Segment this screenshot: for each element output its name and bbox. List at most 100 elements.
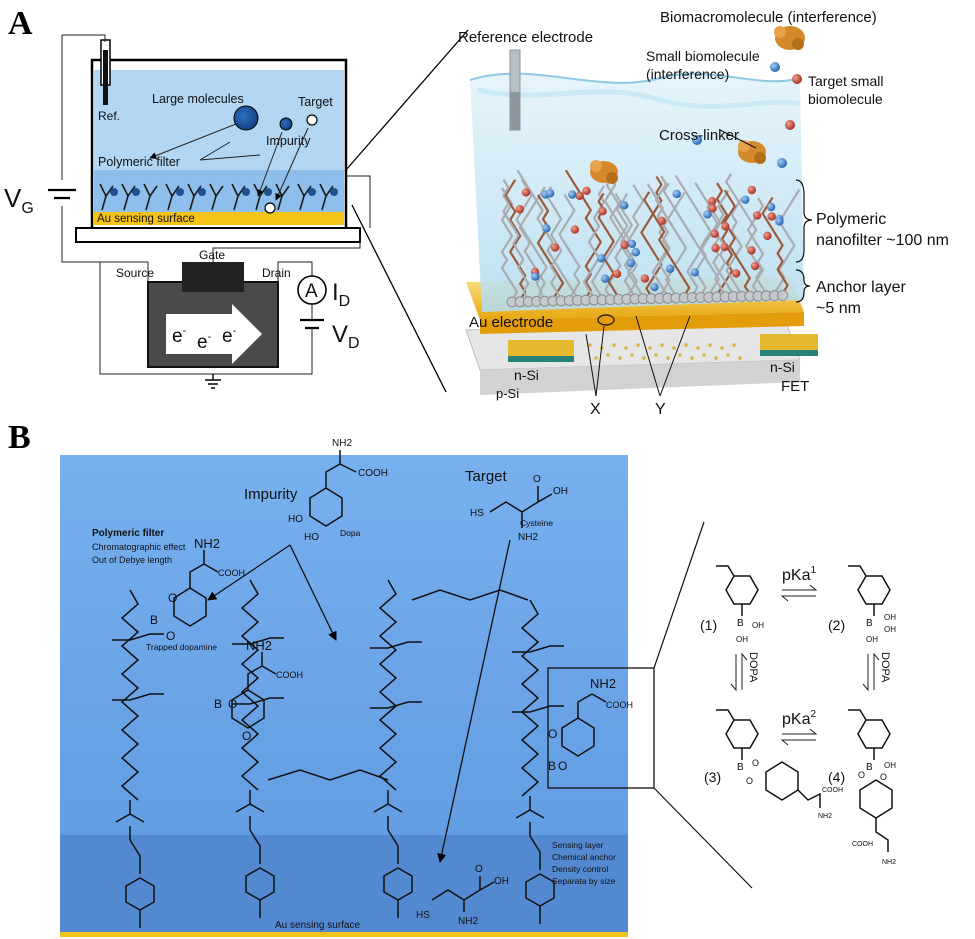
s4-nh2: NH2 [882, 859, 896, 866]
side-chain [370, 641, 422, 649]
polymer-chain [536, 194, 565, 300]
s2-oh1: OH [884, 613, 896, 622]
polymer-chain [622, 184, 645, 298]
target-at-surface [264, 202, 276, 214]
y-label: Y [655, 401, 666, 418]
receptor [297, 183, 312, 211]
polymer-chains [112, 579, 564, 928]
target-small-label-1: Target small [808, 73, 883, 89]
bound-molecule-ball [598, 206, 607, 216]
polymer-chain [694, 182, 727, 296]
au-sensing-layer [94, 212, 344, 225]
bound-molecule-ball [708, 196, 717, 206]
bound-molecule [198, 188, 206, 196]
p-si-label: p-Si [496, 386, 519, 401]
channel-dot [654, 353, 658, 357]
target-molecule [306, 114, 318, 126]
floating-target-1 [785, 120, 795, 130]
bound-molecule-ball [531, 272, 540, 281]
source-label: Source [116, 266, 154, 280]
polymer-chain [686, 199, 719, 297]
s3-nh2: NH2 [818, 813, 832, 820]
polymer-chain [725, 197, 743, 295]
channel-dot [594, 356, 598, 360]
polymeric-filter-title: Polymeric filter [92, 528, 164, 539]
vd-label: VD [332, 321, 360, 352]
au-sensing-surface-label: Au sensing surface [275, 920, 360, 931]
cd-b: B [548, 759, 556, 773]
channel-dot [672, 346, 676, 350]
receptor [209, 183, 224, 211]
small-biomolecule-label-1: Small biomolecule [646, 48, 760, 64]
bound-molecule-ball [741, 195, 750, 204]
dopa-ho-2: HO [304, 532, 319, 543]
equilibrium-scheme: B OH OH (1) B OH OH OH (2) B NH2 COOH O [700, 565, 896, 866]
polymer-chain [725, 173, 768, 295]
scheme-structure-4: B OH NH2 COOH O O (4) [828, 709, 896, 866]
bound-molecule-ball [542, 224, 551, 233]
polymer-backbone [120, 589, 140, 801]
td2-b: B [214, 697, 222, 711]
ester-linker [373, 790, 403, 864]
receptor [121, 183, 136, 211]
channel-dot [624, 346, 628, 350]
x-label: X [590, 401, 601, 418]
receptor [319, 183, 334, 211]
channel-dot [732, 343, 736, 347]
s4-oh: OH [884, 761, 896, 770]
au-wire [346, 175, 371, 228]
receptor [143, 183, 158, 211]
trapped-dopamine-2: NH2 COOH O O B [214, 638, 303, 743]
y-pointers [635, 315, 691, 397]
channel-dot [726, 353, 730, 357]
n-si-left-pad [508, 340, 574, 360]
trapped-dopamine-1: NH2 COOH O O B [150, 536, 245, 643]
target-small-biomolecule [792, 74, 802, 84]
scheme-structure-3: B NH2 COOH O O (3) [704, 709, 843, 820]
anchor-brace [795, 269, 811, 303]
zoom-box [547, 667, 655, 789]
bound-molecule [264, 188, 272, 196]
silicon-front [480, 360, 800, 395]
cysb-hs: HS [416, 910, 430, 921]
bound-molecule-ball [546, 189, 555, 198]
x-site-ellipse [597, 314, 615, 326]
vd-wire-bottom [99, 261, 313, 375]
biomacromolecule-1 [774, 26, 805, 50]
scheme-structure-1: B OH OH (1) [700, 565, 764, 644]
bound-molecule-ball [627, 239, 637, 248]
n-si-left-strip [508, 356, 574, 362]
bound-molecule-ball [747, 246, 756, 255]
bound-molecule-ball [631, 248, 640, 257]
n-si-right-strip [760, 350, 818, 356]
bound-molecule-ball [763, 231, 772, 241]
ref-label: Ref. [98, 109, 120, 123]
bound-molecule-ball [620, 240, 629, 250]
dopa-structure: NH2 COOH HO HO [288, 438, 388, 543]
bound-molecule-ball [575, 191, 584, 200]
cd-o1: O [548, 727, 557, 741]
s4-b: B [866, 762, 873, 773]
side-chain [112, 633, 164, 641]
eq-arrow-bottom [780, 728, 818, 746]
filter-note-1: Chromatographic effect [92, 542, 186, 552]
channel-dot [606, 353, 610, 357]
cd-cooh: COOH [606, 700, 633, 710]
dopa-nh2: NH2 [332, 438, 352, 449]
scheme-zoom-top [653, 521, 705, 669]
bound-molecule-ball [597, 254, 606, 263]
nanofilter-brace [795, 179, 813, 263]
bound-molecule-ball [708, 204, 717, 213]
channel-dot [702, 353, 706, 357]
polymer-chain [658, 191, 686, 297]
floating-small-2 [692, 135, 702, 145]
side-chain [112, 693, 164, 701]
s3-o1: O [752, 758, 759, 768]
s1-label: (1) [700, 617, 717, 633]
polymer-brushes [500, 169, 801, 308]
styrene-anchor [125, 877, 155, 911]
electron-arrow-body [166, 314, 232, 354]
bound-molecule-ball [720, 242, 729, 252]
bound-molecule-ball [570, 225, 580, 234]
cysb-o: O [475, 864, 483, 875]
